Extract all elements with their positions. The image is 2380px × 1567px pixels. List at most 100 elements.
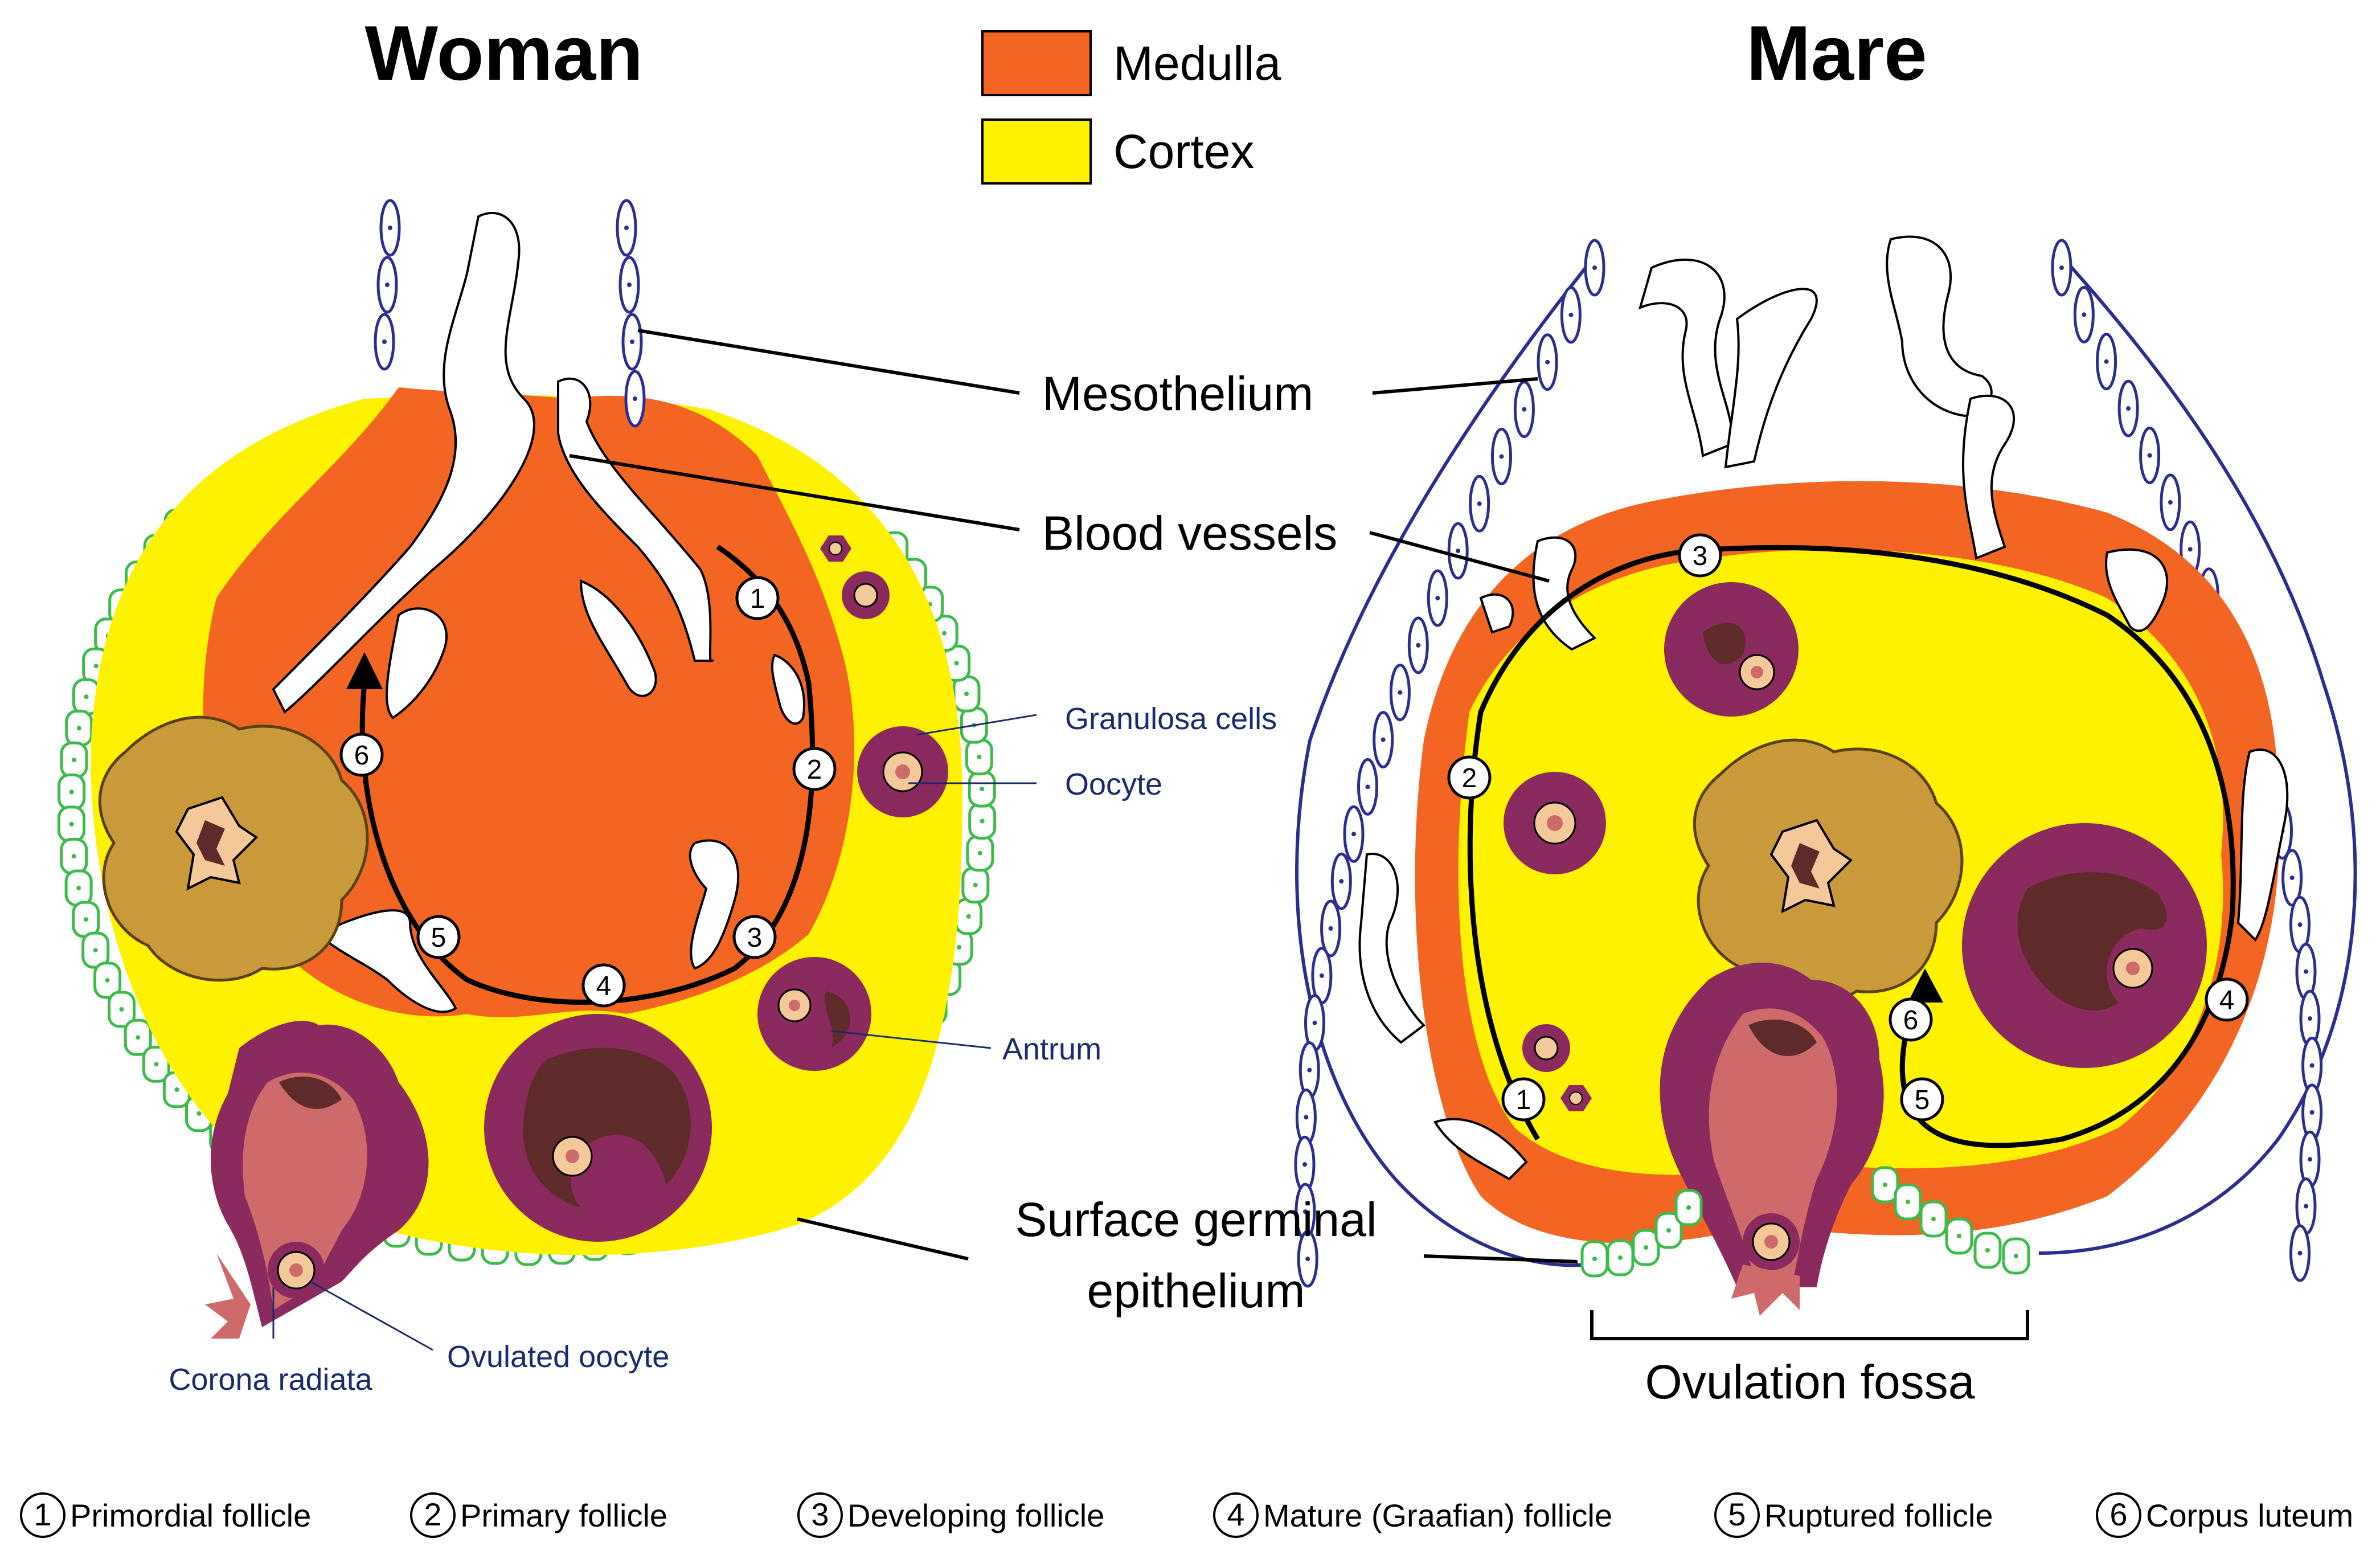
woman-primordial-follicles — [820, 535, 890, 619]
stage-legend-item: 3 Developing follicle — [797, 1492, 1104, 1538]
stage-legend-label: Corpus luteum — [2146, 1498, 2353, 1533]
stage-marker-5: 5 — [1900, 1077, 1944, 1122]
stage-marker-4: 4 — [581, 963, 626, 1008]
mare-vessel-3 — [1886, 235, 1993, 418]
stage-marker-2: 2 — [792, 747, 837, 791]
stage-legend-number: 4 — [1227, 1496, 1244, 1532]
stage-legend-item: 5 Ruptured follicle — [1714, 1492, 1993, 1538]
woman-vessel-1 — [386, 607, 448, 719]
stage-legend-item: 6 Corpus luteum — [2096, 1492, 2353, 1538]
stage-marker-5: 5 — [416, 915, 461, 959]
mare-ovary — [1295, 235, 2357, 1316]
mare-vessel-5 — [1532, 536, 1597, 651]
stage-legend-number: 2 — [424, 1496, 441, 1532]
label-mesothelium: Mesothelium — [1042, 367, 1313, 420]
legend-label-medulla: Medulla — [1113, 36, 1281, 90]
stage-marker-1: 1 — [735, 576, 780, 620]
stage-legend-item: 2 Primary follicle — [410, 1492, 667, 1538]
svg-text:2: 2 — [807, 755, 822, 785]
mare-vessel-2 — [1724, 288, 1818, 469]
stage-marker-4: 4 — [2205, 977, 2249, 1022]
mare-mesothelium-outline — [1295, 255, 2357, 1267]
mare-primary-follicle — [1504, 772, 1606, 874]
svg-text:5: 5 — [1915, 1085, 1930, 1115]
stage-marker-6: 6 — [1889, 997, 1933, 1042]
svg-text:6: 6 — [1903, 1005, 1919, 1036]
label-ovulated-oocyte: Ovulated oocyte — [447, 1340, 669, 1374]
label-antrum: Antrum — [1002, 1032, 1101, 1066]
label-epithelium: epithelium — [1087, 1264, 1305, 1318]
legend-label-cortex: Cortex — [1113, 125, 1254, 178]
stage-marker-3: 3 — [732, 915, 777, 959]
mare-vessel-6 — [1479, 593, 1514, 634]
mare-cycle-path — [1467, 545, 2236, 1148]
legend-swatch-medulla — [981, 30, 1092, 96]
stage-marker-6: 6 — [339, 733, 384, 777]
stage-marker-1: 1 — [1501, 1077, 1546, 1122]
mare-vessel-10 — [1433, 1118, 1528, 1181]
woman-corpus-luteum — [98, 715, 369, 982]
svg-text:2: 2 — [1462, 763, 1477, 793]
stage-legend-number: 6 — [2109, 1496, 2127, 1532]
stage-legend: 1 Primordial follicle 2 Primary follicle 3 De… — [20, 1492, 2353, 1538]
mare-ruptured-follicle — [1660, 963, 1884, 1316]
mare-vessel-7 — [2105, 548, 2168, 632]
woman-cycle-arrowhead — [346, 652, 383, 689]
label-corona-radiata: Corona radiata — [169, 1363, 372, 1397]
woman-primary-follicle — [857, 726, 948, 817]
stage-legend-item: 4 Mature (Graafian) follicle — [1213, 1492, 1612, 1538]
label-ovulation-fossa: Ovulation fossa — [1645, 1355, 1975, 1409]
stage-markers: 1 2 3 4 5 6 3 2 4 1 5 6 — [339, 533, 2249, 1122]
woman-cycle-path — [359, 545, 816, 1005]
stage-legend-number: 3 — [811, 1496, 829, 1532]
stage-legend-label: Primordial follicle — [70, 1498, 311, 1533]
woman-vessel-3 — [771, 653, 805, 725]
label-oocyte: Oocyte — [1065, 767, 1162, 801]
stage-marker-2: 2 — [1447, 755, 1492, 800]
svg-text:1: 1 — [750, 584, 765, 614]
svg-text:3: 3 — [747, 923, 763, 953]
woman-graafian-follicle — [484, 1014, 712, 1242]
legend: Medulla Cortex — [981, 30, 1281, 185]
label-granulosa-cells: Granulosa cells — [1065, 702, 1277, 736]
label-blood-vessels: Blood vessels — [1042, 506, 1337, 560]
stage-legend-label: Primary follicle — [460, 1498, 667, 1533]
svg-text:1: 1 — [1516, 1085, 1531, 1115]
title-mare: Mare — [1746, 10, 1927, 96]
legend-swatch-cortex — [981, 118, 1092, 185]
stage-legend-number: 5 — [1728, 1496, 1746, 1532]
woman-vessel-2 — [579, 579, 657, 697]
mare-vessel-1 — [1638, 258, 1734, 457]
stage-legend-label: Mature (Graafian) follicle — [1263, 1498, 1612, 1533]
stage-marker-3: 3 — [1678, 533, 1722, 578]
woman-ruptured-follicle — [205, 1021, 429, 1339]
svg-text:3: 3 — [1693, 541, 1708, 571]
mare-vessel-9 — [1358, 853, 1426, 1044]
mare-graafian-follicle — [1962, 823, 2207, 1068]
stage-legend-label: Developing follicle — [847, 1498, 1104, 1533]
label-surface-germinal: Surface germinal — [1015, 1193, 1377, 1246]
mare-vessel-4 — [1962, 394, 2016, 560]
mare-corpus-luteum — [1693, 738, 1964, 1005]
mare-developing-follicle — [1664, 582, 1799, 717]
mare-cycle-arrowhead — [1908, 968, 1943, 1003]
woman-blood-vessel-trunk — [272, 212, 535, 714]
stage-legend-label: Ruptured follicle — [1764, 1498, 1993, 1533]
stage-legend-item: 1 Primordial follicle — [20, 1492, 311, 1538]
title-woman: Woman — [365, 10, 644, 96]
svg-text:5: 5 — [431, 923, 446, 953]
woman-ovary — [59, 201, 995, 1339]
small-leader-lines — [272, 714, 1037, 1351]
mare-primordial-follicles — [1522, 1024, 1592, 1111]
mare-vessel-8 — [2236, 748, 2289, 942]
woman-vessel-4 — [689, 839, 740, 970]
woman-blood-vessel-branch — [557, 377, 715, 662]
leader-lines — [569, 329, 2029, 1340]
svg-text:4: 4 — [2219, 985, 2235, 1016]
woman-developing-follicle — [757, 957, 871, 1071]
stage-legend-number: 1 — [34, 1496, 51, 1532]
woman-vessel-5 — [317, 909, 457, 1013]
svg-text:4: 4 — [596, 971, 612, 1001]
